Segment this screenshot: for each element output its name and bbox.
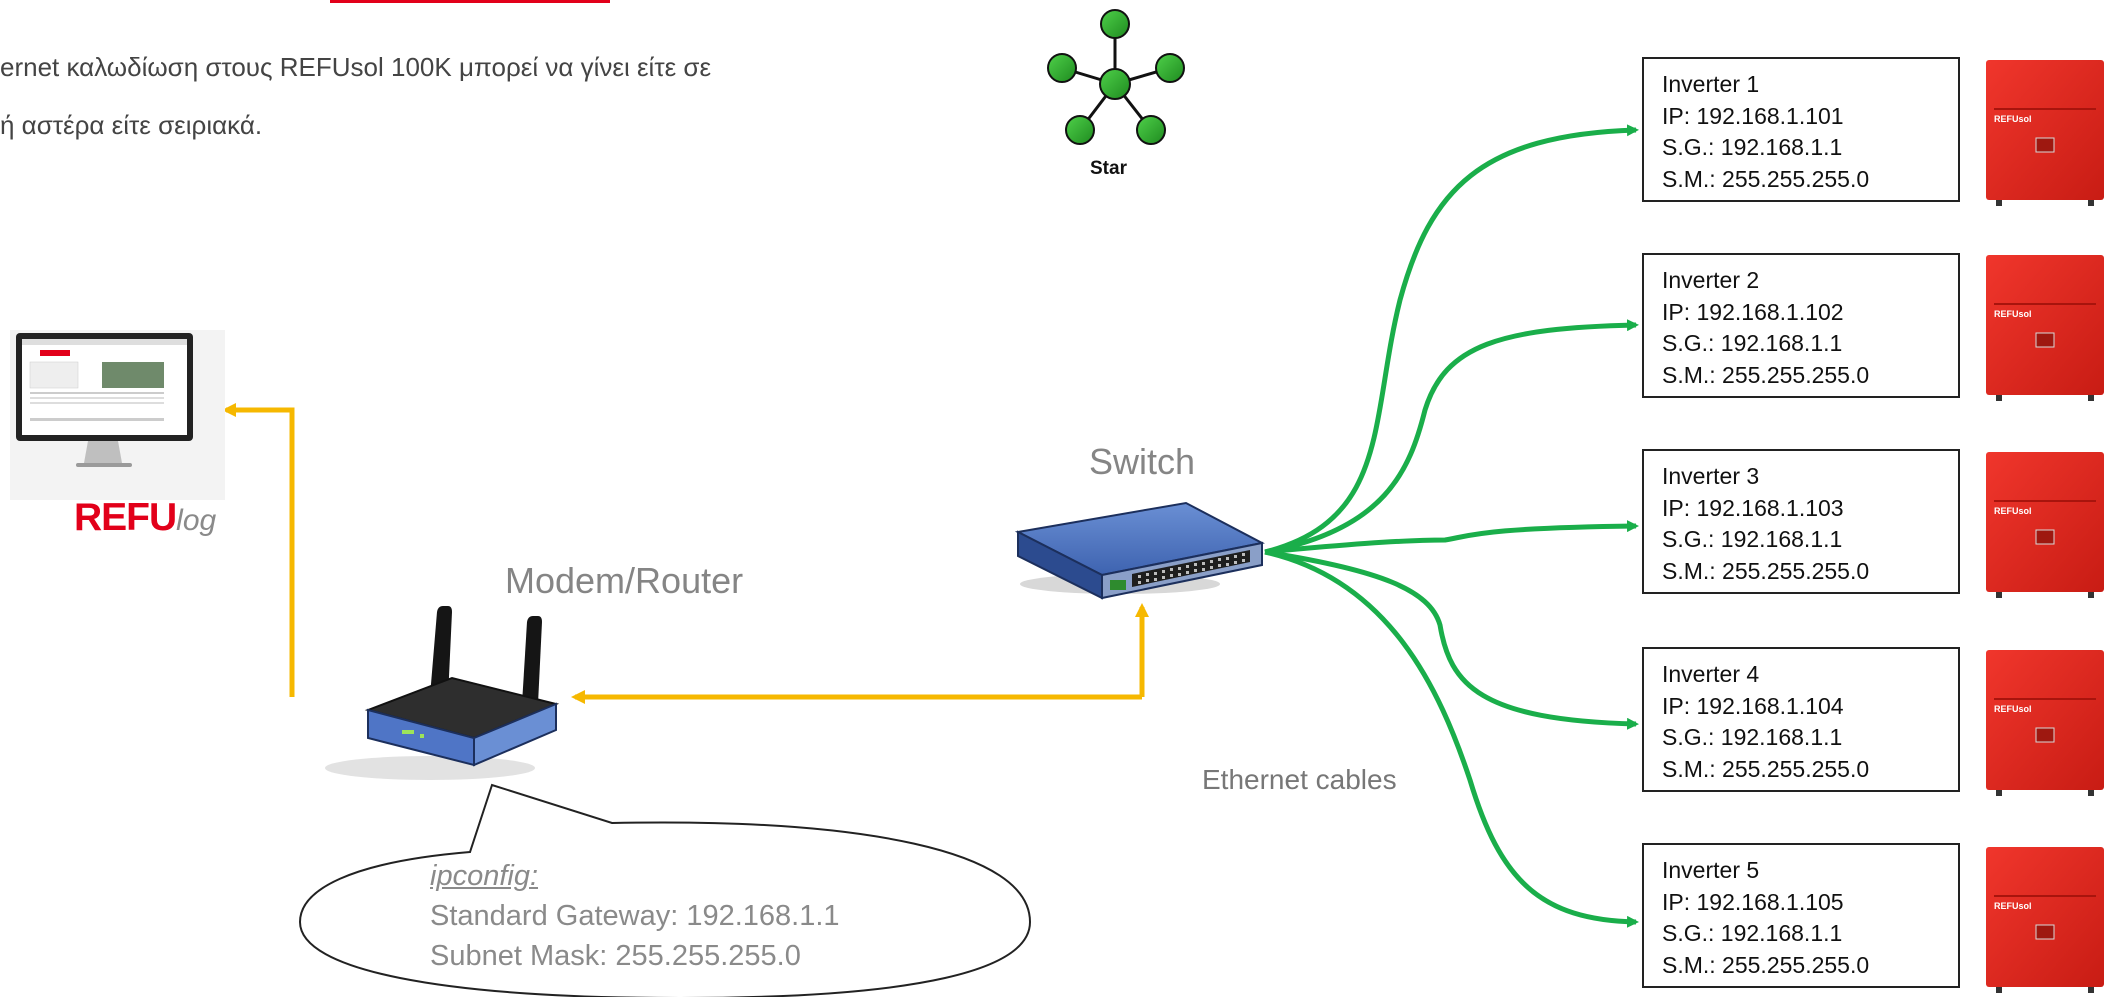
ipconfig-heading: ipconfig: [430,860,539,892]
switch-icon [1014,501,1265,600]
inverter-name: Inverter 1 [1662,71,1760,97]
switch-label: Switch [1089,441,1196,482]
inverter-box-1: Inverter 1 IP: 192.168.1.101 S.G.: 192.1… [1642,57,1960,202]
ipconfig-gateway: Standard Gateway: 192.168.1.1 [430,900,840,932]
inverter-name: Inverter 4 [1662,661,1760,687]
inverter-box-5: Inverter 5 IP: 192.168.1.105 S.G.: 192.1… [1642,843,1960,988]
inverter-mask: S.M.: 255.255.255.0 [1662,755,1870,782]
svg-text:REFUsol: REFUsol [1994,901,2032,911]
star-topology-icon [1047,9,1185,145]
svg-text:REFUsol: REFUsol [1994,704,2032,714]
inverter-ip: IP: 192.168.1.104 [1662,692,1844,719]
inverter-box-2: Inverter 2 IP: 192.168.1.102 S.G.: 192.1… [1642,253,1960,398]
inverter-unit-4: REFUsol [1986,650,2104,796]
intro-text: ernet καλωδίωση στους REFUsol 100K μπορε… [0,38,711,154]
inverter-ip: IP: 192.168.1.105 [1662,888,1844,915]
ipconfig-mask: Subnet Mask: 255.255.255.0 [430,940,801,972]
inverter-unit-2: REFUsol [1986,255,2104,401]
inverter-ip: IP: 192.168.1.103 [1662,494,1844,521]
monitor-icon [10,330,225,500]
svg-text:REFUsol: REFUsol [1994,506,2032,516]
inverter-mask: S.M.: 255.255.255.0 [1662,557,1870,584]
inverter-units: REFUsol REFUsol REFUsol REFUsol [1986,60,2104,993]
star-topology-label: Star [1090,158,1127,179]
inverter-gateway: S.G.: 192.168.1.1 [1662,724,1843,750]
inverter-gateway: S.G.: 192.168.1.1 [1662,920,1843,946]
refulog-logo-italic: log [176,504,217,537]
inverter-mask: S.M.: 255.255.255.0 [1662,951,1870,978]
inverter-name: Inverter 2 [1662,267,1760,293]
ethernet-cables-label: Ethernet cables [1202,764,1397,795]
ipconfig-text: ipconfig: Standard Gateway: 192.168.1.1 … [430,856,840,976]
router-icon [325,606,560,780]
refulog-logo-bold: REFU [74,496,177,539]
inverter-unit-5: REFUsol [1986,847,2104,993]
intro-line-2: ή αστέρα είτε σειριακά. [0,110,263,140]
inverter-mask: S.M.: 255.255.255.0 [1662,165,1870,192]
inverter-ip: IP: 192.168.1.102 [1662,298,1844,325]
router-label: Modem/Router [505,560,744,601]
inverter-unit-1: REFUsol [1986,60,2104,206]
yellow-cables [222,403,1149,704]
inverter-name: Inverter 5 [1662,857,1760,883]
ipconfig-bubble [298,783,1032,997]
green-ethernet-cables [1264,124,1639,928]
intro-line-1: ernet καλωδίωση στους REFUsol 100K μπορε… [0,52,712,82]
inverter-box-3: Inverter 3 IP: 192.168.1.103 S.G.: 192.1… [1642,449,1960,594]
inverter-gateway: S.G.: 192.168.1.1 [1662,526,1843,552]
inverter-gateway: S.G.: 192.168.1.1 [1662,330,1843,356]
inverter-unit-3: REFUsol [1986,452,2104,598]
refulog-logo: REFUlog [74,496,216,540]
inverter-ip: IP: 192.168.1.101 [1662,102,1844,129]
inverter-gateway: S.G.: 192.168.1.1 [1662,134,1843,160]
svg-text:REFUsol: REFUsol [1994,114,2032,124]
inverter-name: Inverter 3 [1662,463,1760,489]
svg-text:REFUsol: REFUsol [1994,309,2032,319]
inverter-box-4: Inverter 4 IP: 192.168.1.104 S.G.: 192.1… [1642,647,1960,792]
inverter-mask: S.M.: 255.255.255.0 [1662,361,1870,388]
title-underline [330,0,610,3]
